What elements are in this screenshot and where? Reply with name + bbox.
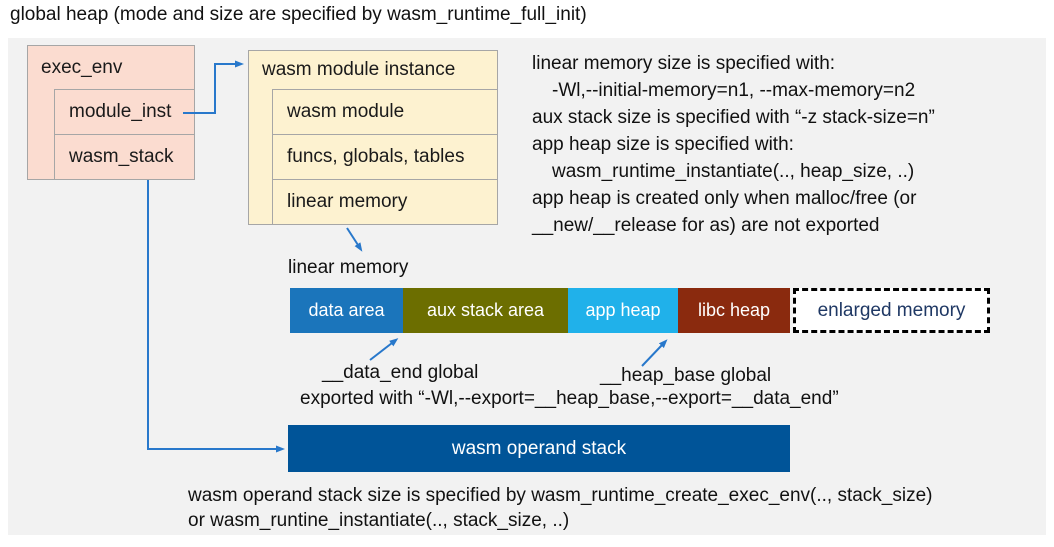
exec-env-header: exec_env bbox=[41, 56, 123, 78]
module-instance-header: wasm module instance bbox=[262, 59, 456, 80]
note-line: app heap size is specified with: bbox=[532, 134, 794, 155]
diagram-title: global heap (mode and size are specified… bbox=[10, 4, 587, 25]
module-instance-row-wasm-module: wasm module bbox=[272, 89, 497, 134]
segment-libc-heap: libc heap bbox=[678, 288, 790, 333]
module-instance-row-funcs-globals-tables: funcs, globals, tables bbox=[272, 134, 497, 179]
note-line: aux stack size is specified with “-z sta… bbox=[532, 107, 935, 128]
linear-memory-label: linear memory bbox=[288, 257, 409, 278]
exported-flags-label: exported with “-Wl,--export=__heap_base,… bbox=[300, 388, 839, 409]
segment-aux-stack-area: aux stack area bbox=[403, 288, 568, 333]
module-instance-box: wasm module instance wasm module funcs, … bbox=[248, 50, 498, 225]
segment-app-heap: app heap bbox=[568, 288, 678, 333]
exec-env-box: exec_env module_inst wasm_stack bbox=[27, 45, 195, 180]
data-end-global-label: __data_end global bbox=[322, 362, 479, 383]
exec-env-row-wasm-stack: wasm_stack bbox=[54, 134, 194, 179]
footer-line: wasm operand stack size is specified by … bbox=[188, 485, 933, 506]
exec-env-row-module-inst: module_inst bbox=[54, 89, 194, 134]
wasm-operand-stack-bar: wasm operand stack bbox=[288, 425, 790, 472]
note-line: -Wl,--initial-memory=n1, --max-memory=n2 bbox=[552, 80, 916, 101]
note-line: linear memory size is specified with: bbox=[532, 53, 836, 74]
operand-stack-notes: wasm operand stack size is specified by … bbox=[188, 483, 933, 533]
note-line: app heap is created only when malloc/fre… bbox=[532, 188, 917, 209]
module-instance-row-linear-memory: linear memory bbox=[272, 179, 497, 224]
segment-enlarged-memory: enlarged memory bbox=[793, 288, 990, 333]
footer-line: or wasm_runtine_instantiate(.., stack_si… bbox=[188, 510, 570, 531]
note-line: __new/__release for as) are not exported bbox=[532, 215, 880, 236]
segment-data-area: data area bbox=[290, 288, 403, 333]
memory-size-notes: linear memory size is specified with: -W… bbox=[532, 50, 1032, 239]
note-line: wasm_runtime_instantiate(.., heap_size, … bbox=[552, 161, 915, 182]
linear-memory-bar: data area aux stack area app heap libc h… bbox=[290, 288, 790, 333]
heap-base-global-label: __heap_base global bbox=[600, 365, 772, 386]
